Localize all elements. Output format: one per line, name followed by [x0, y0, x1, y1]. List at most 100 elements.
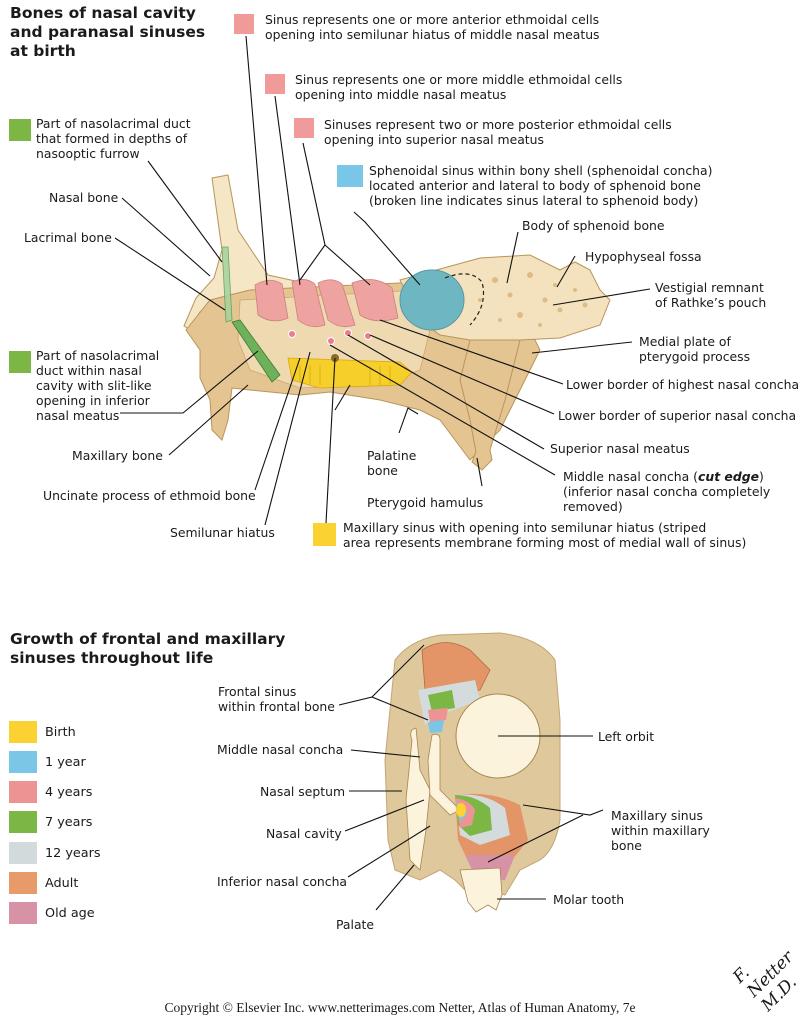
label-line: bone: [611, 838, 642, 853]
frontal-sinus-4y: [428, 708, 448, 722]
anterior-ethmoidal-cell: [254, 279, 289, 322]
key-line: area represents membrane forming most of…: [343, 535, 747, 550]
legend-swatch: [9, 872, 37, 894]
key-line: cavity with slit-like: [36, 378, 152, 393]
key-line: opening into superior nasal meatus: [324, 132, 544, 147]
label-text: Middle nasal concha (: [563, 469, 699, 484]
legend-item-old-age: Old age: [9, 902, 95, 924]
legend-item-12-years: 12 years: [9, 842, 101, 864]
label-maxillary-bone: Maxillary bone: [72, 448, 163, 463]
title-line: and paranasal sinuses: [10, 23, 206, 41]
key-line: nasooptic furrow: [36, 146, 140, 161]
key-anterior-ethmoidal: Sinus represents one or more anterior et…: [265, 12, 600, 42]
label-line: Medial plate of: [639, 334, 731, 349]
frontal-sinus-7y: [428, 690, 455, 712]
label-line: Middle nasal concha (cut edge): [563, 469, 770, 484]
label-frontal-sinus: Frontal sinus within frontal bone: [218, 684, 335, 714]
key-line: (broken line indicates sinus lateral to …: [369, 193, 699, 208]
key-line: Sinus represents one or more anterior et…: [265, 12, 600, 27]
label-uncinate-process: Uncinate process of ethmoid bone: [43, 488, 256, 503]
nasolacrimal-duct-lower: [231, 319, 281, 383]
legend-item-birth: Birth: [9, 721, 76, 743]
label-text: ): [758, 469, 764, 484]
label-line: (inferior nasal concha completely: [563, 484, 771, 499]
pink-swatch-middle-ethmoidal: [265, 74, 285, 94]
label-palate: Palate: [336, 917, 375, 932]
legend-label: 7 years: [45, 814, 93, 830]
legend-label: 1 year: [45, 754, 86, 770]
legend-swatch: [9, 902, 37, 924]
key-line: Sinuses represent two or more posterior …: [324, 117, 672, 132]
label-highest-nasal-concha: Lower border of highest nasal concha: [566, 377, 800, 392]
title-line: sinuses throughout life: [10, 649, 214, 667]
nasal-cavity-shape: [405, 727, 431, 871]
label-line: bone: [367, 463, 398, 478]
key-line: Sinus represents one or more middle ethm…: [295, 72, 623, 87]
label-line: Vestigial remnant: [655, 280, 764, 295]
sphenoidal-sinus: [399, 269, 465, 331]
key-line: nasal meatus: [36, 408, 120, 423]
key-line: Maxillary sinus with opening into semilu…: [343, 520, 707, 535]
key-middle-ethmoidal: Sinus represents one or more middle ethm…: [295, 72, 622, 102]
key-line: opening into middle nasal meatus: [295, 87, 507, 102]
label-medial-plate: Medial plate of pterygoid process: [639, 334, 750, 364]
bottom-leader-lines: [338, 644, 604, 911]
pink-swatch-posterior-ethmoidal: [294, 118, 314, 138]
label-superior-nasal-concha: Lower border of superior nasal concha: [558, 408, 797, 423]
label-line: Frontal sinus: [218, 684, 297, 699]
green-swatch-nasolacrimal-lower: [9, 351, 31, 373]
key-line: Part of nasolacrimal: [36, 348, 160, 363]
top-leader-lines: [114, 35, 651, 526]
label-line: of Rathke’s pouch: [655, 295, 767, 310]
title-line: Bones of nasal cavity: [10, 4, 196, 22]
maxillary-sinus-shape: [287, 357, 413, 389]
legend-swatch: [9, 781, 37, 803]
label-middle-nasal-concha: Middle nasal concha (cut edge) (inferior…: [563, 469, 770, 514]
label-palatine-bone: Palatine bone: [367, 448, 416, 478]
legend-swatch: [9, 721, 37, 743]
key-line: Sphenoidal sinus within bony shell (sphe…: [369, 163, 713, 178]
label-line: within frontal bone: [218, 699, 335, 714]
key-line: opening into semilunar hiatus of middle …: [265, 27, 600, 42]
label-rathke-pouch: Vestigial remnant of Rathke’s pouch: [655, 280, 766, 310]
yellow-swatch-maxillary-sinus: [313, 523, 336, 546]
key-nasolacrimal-lower: Part of nasolacrimal duct within nasal c…: [36, 348, 159, 423]
label-superior-nasal-meatus: Superior nasal meatus: [550, 441, 690, 456]
blue-swatch-sphenoidal-sinus: [337, 165, 363, 187]
label-emphasis: cut edge: [698, 469, 759, 484]
label-maxillary-sinus: Maxillary sinus within maxillary bone: [611, 808, 710, 853]
frontal-sinus-1y: [428, 720, 444, 733]
key-posterior-ethmoidal: Sinuses represent two or more posterior …: [324, 117, 672, 147]
pterygoid-shape: [459, 339, 521, 471]
sphenoid-broken-line: [444, 273, 485, 326]
label-line: pterygoid process: [639, 349, 751, 364]
label-left-orbit: Left orbit: [598, 729, 655, 744]
nasolacrimal-duct-upper: [221, 246, 233, 323]
label-line: removed): [563, 499, 623, 514]
key-sphenoidal-sinus: Sphenoidal sinus within bony shell (sphe…: [369, 163, 712, 208]
label-molar-tooth: Molar tooth: [553, 892, 625, 907]
label-line: within maxillary: [611, 823, 710, 838]
label-middle-nasal-concha-coronal: Middle nasal concha: [217, 742, 344, 757]
top-figure-title: Bones of nasal cavity and paranasal sinu…: [10, 4, 205, 61]
legend-label: Old age: [45, 905, 95, 921]
pink-swatch-anterior-ethmoidal: [234, 14, 254, 34]
key-line: located anterior and lateral to body of …: [369, 178, 701, 193]
label-line: Palatine: [367, 448, 417, 463]
legend-item-7-years: 7 years: [9, 811, 92, 833]
legend-swatch: [9, 751, 37, 773]
key-line: opening in inferior: [36, 393, 150, 408]
maxillary-sinus-birth: [456, 803, 466, 817]
legend-swatch: [9, 842, 37, 864]
label-nasal-bone: Nasal bone: [49, 190, 119, 205]
label-pterygoid-hamulus: Pterygoid hamulus: [367, 495, 484, 510]
bottom-figure-title: Growth of frontal and maxillary sinuses …: [10, 630, 285, 668]
key-line: Part of nasolacrimal duct: [36, 116, 191, 131]
legend-label: 12 years: [45, 845, 101, 861]
posterior-ethmoidal-cell-1: [317, 279, 356, 328]
legend-label: 4 years: [45, 784, 93, 800]
label-line: Maxillary sinus: [611, 808, 703, 823]
green-swatch-nasooptic: [9, 119, 31, 141]
legend-item-4-years: 4 years: [9, 781, 92, 803]
